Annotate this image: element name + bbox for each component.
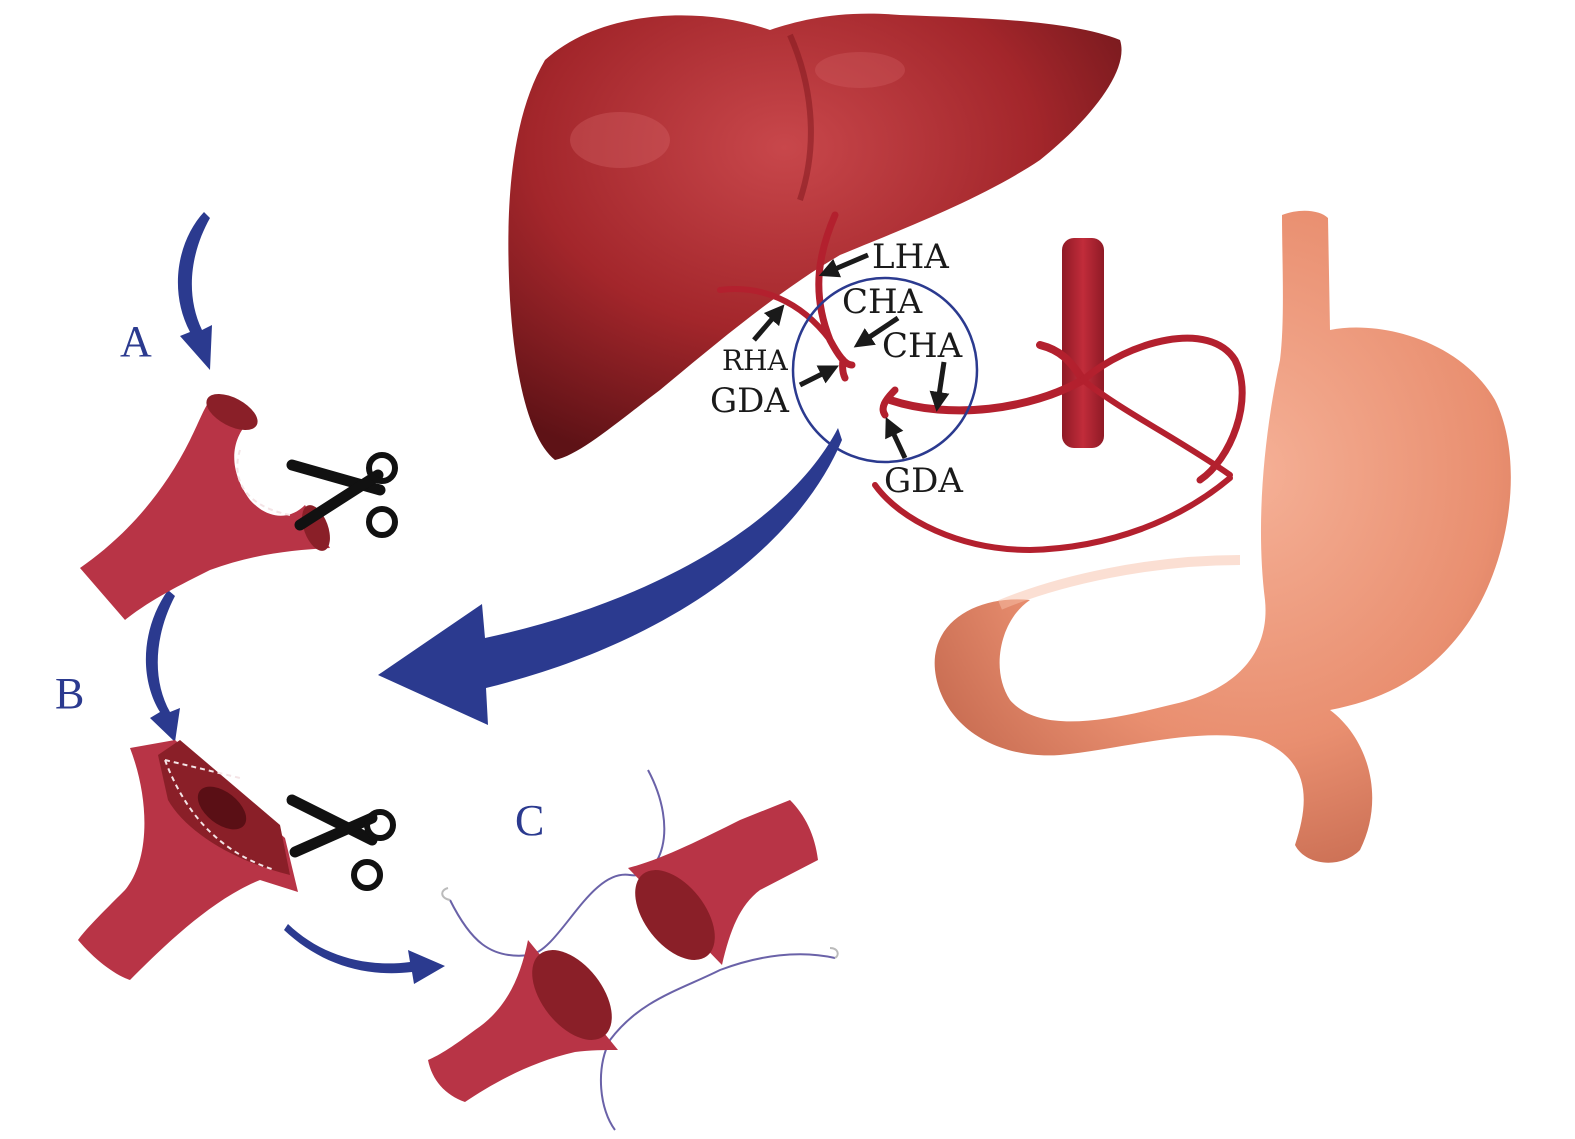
scissors-icon <box>286 452 398 891</box>
graft-b-cut-line <box>164 759 276 871</box>
cha-upper-arrow <box>853 315 900 348</box>
suture-thread-lower <box>599 953 836 1131</box>
label-cha-upper: CHA <box>842 282 923 322</box>
lha-arrow <box>818 252 869 278</box>
arrow-a-to-b <box>145 590 180 742</box>
celiac-trunk <box>1036 341 1087 384</box>
scissors-a <box>286 452 398 538</box>
big-flow-arrow <box>378 428 842 725</box>
step-label-b: B <box>55 669 84 718</box>
gda-lower-arrow <box>885 416 908 460</box>
label-gda-lower: GDA <box>884 461 963 501</box>
gastroduodenal-arcade <box>872 475 1233 554</box>
arteries <box>717 211 1246 554</box>
label-gda-left: GDA <box>710 381 789 421</box>
graft-a-cut-line <box>236 449 291 516</box>
step-a-graft <box>80 393 330 620</box>
common-hepatic-artery-distal <box>886 376 1087 415</box>
label-rha: RHA <box>722 344 789 377</box>
label-arrows <box>752 252 950 460</box>
rha-arrow <box>752 304 785 342</box>
small-flow-arrows <box>145 212 445 984</box>
anastomosis-lower-lumen <box>532 950 612 1040</box>
arrow-into-a <box>177 212 212 370</box>
stomach-body <box>934 210 1511 863</box>
step-label-a: A <box>120 317 152 366</box>
suture-loop-left <box>441 887 451 901</box>
step-c-anastomosis <box>428 769 839 1131</box>
graft-a-body <box>80 398 330 620</box>
gda-stump-upper <box>839 356 849 382</box>
cha-right-arrow <box>929 361 950 412</box>
right-hepatic-artery <box>717 286 833 343</box>
arrow-b-to-c <box>284 924 445 984</box>
gda-left-arrow <box>798 365 839 388</box>
step-labels: A B C <box>55 317 544 845</box>
liver <box>508 13 1122 460</box>
splenic-loop-artery <box>1079 334 1246 484</box>
label-cha-right: CHA <box>882 326 963 366</box>
highlight-circle <box>791 276 979 464</box>
gda-stump-lower <box>879 386 899 419</box>
gastric-artery <box>1080 377 1233 478</box>
graft-a-upper-lumen <box>206 393 258 431</box>
stomach <box>934 210 1511 863</box>
step-b-graft <box>78 740 298 980</box>
suture-loop-right <box>829 947 839 959</box>
aorta <box>1062 238 1104 448</box>
liver-body <box>508 13 1122 460</box>
scissors-b <box>286 794 396 891</box>
label-lha: LHA <box>872 237 949 277</box>
anastomosis-upper-lumen <box>635 870 715 960</box>
vessel-labels: LHA CHA CHA RHA GDA GDA <box>710 237 963 501</box>
anastomosis-lower-vessel <box>428 940 618 1102</box>
graft-b-body <box>78 740 298 980</box>
step-label-c: C <box>515 796 544 845</box>
graft-b-orifice <box>197 786 247 830</box>
aorta-segment <box>1062 238 1104 448</box>
suture-thread-upper <box>449 769 666 957</box>
anastomosis-upper-vessel <box>628 800 818 965</box>
